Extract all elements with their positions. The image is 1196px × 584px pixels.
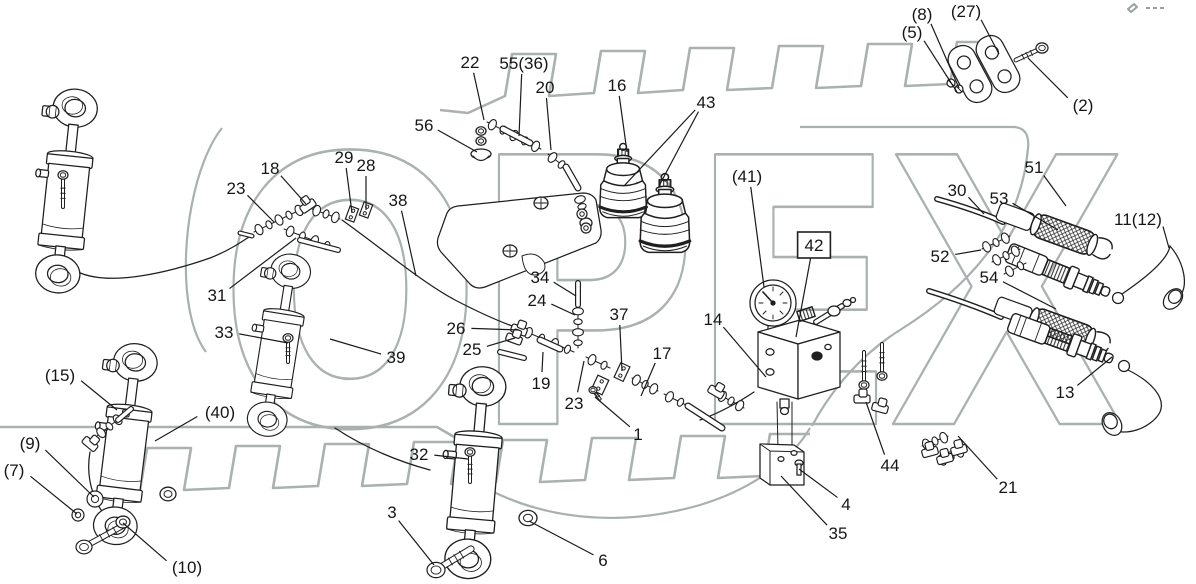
pressure-gauge [749,279,797,335]
part-label-40: (40) [205,403,235,422]
part-label-8: (8) [912,5,933,24]
part-label-21: 21 [999,478,1018,497]
part-label-38: 38 [389,191,408,210]
guide-line-1 [776,401,779,451]
clamp-plates [946,34,1021,104]
part-label-18: 18 [261,159,280,178]
part-label-31: 31 [208,286,227,305]
hardware-layer [57,42,1049,579]
part-label-1: 1 [633,425,642,444]
part-label-20: 20 [536,78,555,97]
part-label-42: 42 [805,236,824,255]
part-label-39: 39 [387,348,406,367]
part-label-16: 16 [608,76,627,95]
part-label-23: 23 [565,394,584,413]
part-label-28: 28 [357,156,376,175]
part-label-1112: 11(12) [1114,210,1162,229]
part-label-34: 34 [531,268,550,287]
part-label-2: (2) [1073,96,1094,115]
part-label-13: 13 [1056,383,1075,402]
part-label-5536: 55(36) [499,54,548,73]
part-label-32: 32 [410,445,429,464]
part-label-27: (27) [951,2,981,21]
coupling-upper-male [1003,241,1125,305]
hose-54-core [927,289,1003,319]
leader-lines [30,19,1170,566]
artifact-mark [1127,3,1164,13]
part-label-7: (7) [4,461,25,480]
part-label-44: 44 [881,456,900,475]
part-label-14: 14 [704,310,723,329]
part-label-15: (15) [45,366,75,385]
part-label-9: (9) [20,434,41,453]
part-label-10: (10) [172,558,202,577]
dust-cap-lower [1101,369,1162,436]
hose-38 [341,219,519,329]
part-label-24: 24 [528,291,547,310]
part-label-52: 52 [931,247,950,266]
part-label-33: 33 [215,323,234,342]
part-label-6: 6 [598,551,607,570]
part-label-3: 3 [387,503,396,522]
coupling-upper-grip [995,202,1116,264]
hose-cyl39-lower [334,427,431,471]
part-label-37: 37 [610,305,629,324]
part-label-26: 26 [447,319,466,338]
part-label-19: 19 [532,374,551,393]
part-label-22: 22 [461,53,480,72]
part-label-17: 17 [653,344,672,363]
part-label-53: 53 [990,189,1009,208]
part-label-43: 43 [697,93,716,112]
part-label-25: 25 [463,340,482,359]
frame-outline-right [800,125,1030,427]
part-label-41: (41) [732,167,762,186]
part-label-35: 35 [829,524,848,543]
part-label-23: 23 [227,179,246,198]
part-label-4: 4 [841,495,850,514]
coupling-lower-male [1005,310,1131,373]
watermark-text: OPEX [218,81,1125,512]
boxed-label-frame [796,231,832,259]
valve-block [757,296,857,416]
frame-outline-left [184,127,223,353]
bracket [759,443,805,486]
part-label-29: 29 [335,148,354,167]
part-label-51: 51 [1025,158,1044,177]
part-label-56: 56 [415,116,434,135]
dust-cap-upper [1121,244,1186,310]
part-label-5: (5) [902,23,923,42]
watermark-teeth-top [439,40,985,115]
part-label-54: 54 [980,268,999,287]
part-label-30: 30 [948,181,967,200]
